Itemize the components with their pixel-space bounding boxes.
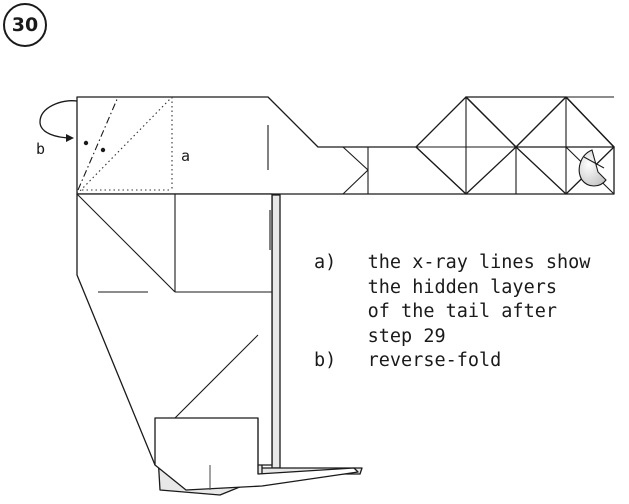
crease-lines <box>76 96 615 490</box>
caption-marker: b) <box>314 350 337 371</box>
caption-text: reverse-fold <box>368 349 502 374</box>
caption-item-a: a) the x-ray lines show the hidden layer… <box>314 251 590 349</box>
reverse-fold-arrow <box>39 100 78 142</box>
label-b: b <box>36 140 46 158</box>
caption: a) the x-ray lines show the hidden layer… <box>314 251 590 374</box>
label-a: a <box>181 147 191 165</box>
caption-line: the hidden layers <box>367 276 557 298</box>
step-number-badge: 30 <box>3 3 47 47</box>
caption-line: of the tail after <box>367 301 557 322</box>
nose-tip <box>578 149 607 187</box>
caption-line: step 29 <box>367 325 446 347</box>
caption-item-b: b) reverse-fold <box>314 349 590 374</box>
x-ray-lines <box>76 96 173 195</box>
back-layer <box>271 194 281 469</box>
reverse-fold-line <box>77 96 119 191</box>
caption-text: the x-ray lines show the hidden layers o… <box>368 251 591 349</box>
step-number: 30 <box>11 14 39 36</box>
caption-line: reverse-fold <box>367 350 502 371</box>
caption-marker: a) <box>314 252 337 273</box>
caption-line: the x-ray lines show <box>367 252 591 273</box>
tail-foot <box>154 417 359 491</box>
fold-dots <box>83 140 106 153</box>
